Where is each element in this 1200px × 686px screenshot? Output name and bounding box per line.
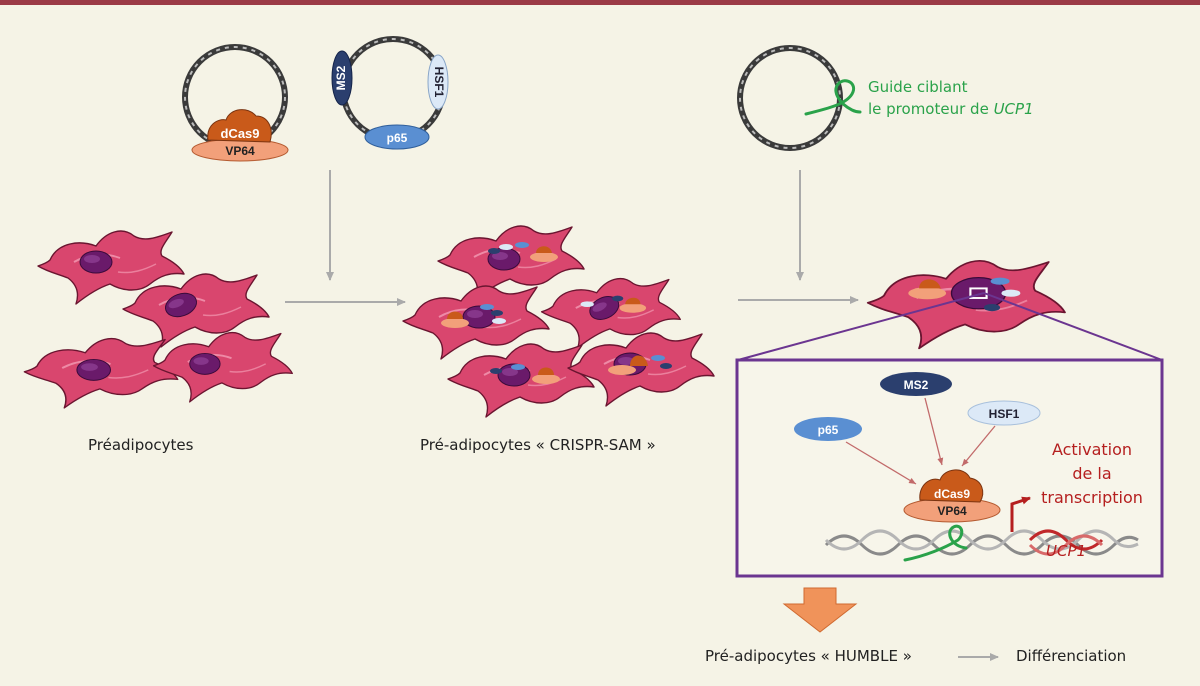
activation-line3: transcription [1041,488,1143,507]
guide-gene: UCP1 [993,100,1034,118]
activation-line1: Activation [1051,440,1133,459]
zoom-p65-label: p65 [818,423,839,437]
top-bar [0,0,1200,5]
guide-rna-zoom [903,524,968,562]
hsf1-protein: HSF1 [967,400,1041,426]
zoom-hsf1-label: HSF1 [989,407,1020,421]
guide-rna-icon [804,79,862,116]
guide-line2: le promoteur de UCP1 [868,98,1034,120]
plasmid-p65-label: p65 [387,131,408,145]
caption-differenciation: Différenciation [1016,647,1127,665]
arrow-icon [924,397,944,466]
plasmid-icon [737,45,843,151]
ucp1-gene-label: UCP1 [1046,542,1087,560]
ms2-protein: MS2 [880,372,952,396]
humble-cell [866,259,1067,350]
guide-label: Guide ciblant le promoteur de UCP1 [868,76,1034,120]
caption-crispr-sam: Pré-adipocytes « CRISPR-SAM » [420,436,656,454]
plasmid-dcas9-label: dCas9 [220,126,259,141]
arrow-icon [961,425,996,467]
guide-line1: Guide ciblant [868,78,968,96]
dna-icon [824,529,1139,556]
zoom-vp64-label: VP64 [937,504,967,518]
ucp1-gene-segment [1028,529,1104,556]
plasmid-hsf1-label: HSF1 [432,67,446,98]
zoom-frame [735,358,1164,578]
zoom-dcas9-label: dCas9 [934,487,970,501]
plasmid-vp64-label: VP64 [225,144,255,158]
caption-preadipocytes: Préadipocytes [88,436,194,454]
plasmid-ms2-label: MS2 [334,65,348,90]
zoom-line-right [983,292,1163,361]
transcription-arrow-icon [1010,496,1031,532]
zoom-line-left [737,292,985,361]
p65-protein: p65 [794,417,862,441]
activation-label: Activation de la transcription [1036,438,1148,510]
caption-humble: Pré-adipocytes « HUMBLE » [705,647,912,665]
big-down-arrow-icon [782,587,858,633]
arrow-icon [845,441,917,485]
guide-line2-prefix: le promoteur de [868,100,994,118]
sam-complex: dCas9 VP64 [903,469,1001,523]
preadipocyte-cells [23,230,294,409]
activation-line2: de la [1072,464,1112,483]
zoom-ms2-label: MS2 [904,378,929,392]
crispr-sam-cells [402,225,715,418]
dcas9-vp64-complex: dCas9 VP64 [191,109,289,162]
ms2-hsf1-p65-complex: MS2 HSF1 p65 [331,50,449,150]
